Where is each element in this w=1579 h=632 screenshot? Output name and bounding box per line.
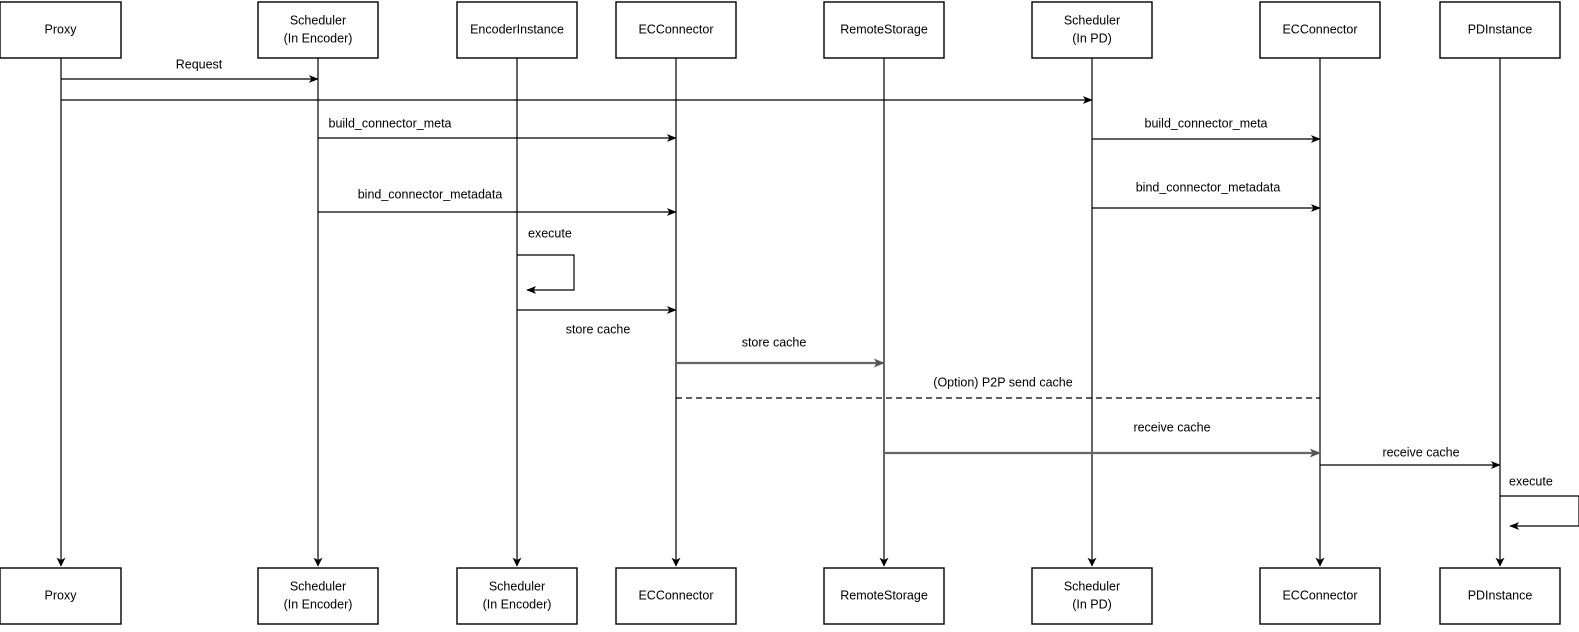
- participant-label-line1: Scheduler: [290, 579, 346, 593]
- participant-box-sched_enc-top[interactable]: Scheduler (In Encoder): [257, 1, 379, 59]
- message-m10[interactable]: receive cache: [884, 420, 1321, 458]
- self-call-s1[interactable]: execute: [517, 226, 575, 294]
- self-call-path: [1500, 495, 1579, 530]
- participant-label-line1: EncoderInstance: [470, 22, 564, 36]
- participant-box-rect: [1031, 1, 1153, 59]
- message-m1[interactable]: Request: [61, 57, 319, 83]
- participant-label-line1: RemoteStorage: [840, 22, 928, 36]
- participant-box-pd_inst-bottom[interactable]: PDInstance: [1439, 567, 1561, 625]
- participant-label-line1: Scheduler: [1064, 579, 1120, 593]
- participant-box-sched_pd-bottom[interactable]: Scheduler (In PD): [1031, 567, 1153, 625]
- message-label: bind_connector_metadata: [358, 187, 503, 201]
- participant-box-rect: [1439, 567, 1561, 625]
- participant-label-line1: PDInstance: [1468, 588, 1533, 602]
- participant-label-line1: ECConnector: [638, 22, 713, 36]
- participant-label-line2: (In Encoder): [284, 597, 353, 611]
- self-call-label: execute: [528, 226, 572, 240]
- lifelines-layer: [56, 58, 1505, 567]
- participant-box-rect: [1031, 567, 1153, 625]
- message-label: Request: [176, 57, 223, 71]
- participant-box-rect: [257, 567, 379, 625]
- participant-box-ec_conn_r-top[interactable]: ECConnector: [1259, 1, 1381, 59]
- message-m3[interactable]: build_connector_meta: [318, 116, 677, 142]
- self-call-label: execute: [1509, 474, 1553, 488]
- participant-label-line1: RemoteStorage: [840, 588, 928, 602]
- participant-box-ec_conn_l-bottom[interactable]: ECConnector: [615, 567, 737, 625]
- participant-label-line1: Scheduler: [290, 13, 346, 27]
- message-label: receive cache: [1133, 420, 1210, 434]
- participant-box-proxy-top[interactable]: Proxy: [0, 1, 122, 59]
- message-m5[interactable]: bind_connector_metadata: [318, 187, 677, 216]
- participant-label-line1: PDInstance: [1468, 22, 1533, 36]
- message-m6[interactable]: bind_connector_metadata: [1092, 180, 1321, 212]
- participant-label-line1: Proxy: [45, 22, 78, 36]
- self-call-path: [517, 254, 575, 294]
- message-label: (Option) P2P send cache: [933, 375, 1072, 389]
- message-label: store cache: [742, 335, 807, 349]
- message-m4[interactable]: build_connector_meta: [1092, 116, 1321, 143]
- participant-box-rect: [823, 1, 945, 59]
- participant-box-encoder_inst-top[interactable]: EncoderInstance: [456, 1, 578, 59]
- participant-box-rect: [1259, 567, 1381, 625]
- participant-box-sched_enc-bottom[interactable]: Scheduler (In Encoder): [257, 567, 379, 625]
- participant-label-line1: Proxy: [45, 588, 78, 602]
- participant-box-rect: [1259, 1, 1381, 59]
- participant-box-remote_store-bottom[interactable]: RemoteStorage: [823, 567, 945, 625]
- message-m9[interactable]: (Option) P2P send cache: [676, 375, 1320, 399]
- participant-box-rect: [823, 567, 945, 625]
- participant-box-ec_conn_r-bottom[interactable]: ECConnector: [1259, 567, 1381, 625]
- participant-box-rect: [456, 1, 578, 59]
- participant-box-rect: [1439, 1, 1561, 59]
- participant-box-pd_inst-top[interactable]: PDInstance: [1439, 1, 1561, 59]
- message-m7[interactable]: store cache: [517, 306, 677, 336]
- participant-box-rect: [615, 567, 737, 625]
- participant-label-line1: ECConnector: [638, 588, 713, 602]
- participant-label-line1: Scheduler: [489, 579, 545, 593]
- participant-box-rect: [0, 1, 122, 59]
- participant-box-rect: [615, 1, 737, 59]
- participant-box-rect: [257, 1, 379, 59]
- participant-box-encoder_inst-bottom[interactable]: Scheduler (In Encoder): [456, 567, 578, 625]
- participant-box-sched_pd-top[interactable]: Scheduler (In PD): [1031, 1, 1153, 59]
- message-m8[interactable]: store cache: [676, 335, 885, 368]
- participant-label-line2: (In Encoder): [284, 31, 353, 45]
- self-calls-layer: execute execute: [517, 226, 1579, 530]
- participant-box-rect: [456, 567, 578, 625]
- participant-label-line1: ECConnector: [1282, 588, 1357, 602]
- participant-label-line2: (In PD): [1072, 31, 1112, 45]
- participant-box-remote_store-top[interactable]: RemoteStorage: [823, 1, 945, 59]
- participant-box-ec_conn_l-top[interactable]: ECConnector: [615, 1, 737, 59]
- message-label: build_connector_meta: [329, 116, 452, 130]
- participant-label-line2: (In Encoder): [483, 597, 552, 611]
- participant-boxes-bottom: Proxy Scheduler (In Encoder) Scheduler (In E…: [0, 567, 1561, 625]
- participant-box-proxy-bottom[interactable]: Proxy: [0, 567, 122, 625]
- message-label: bind_connector_metadata: [1136, 180, 1281, 194]
- participant-label-line1: ECConnector: [1282, 22, 1357, 36]
- participant-label-line2: (In PD): [1072, 597, 1112, 611]
- messages-layer: Request build_connector_meta build_connect…: [61, 57, 1501, 469]
- message-label: receive cache: [1382, 445, 1459, 459]
- message-label: build_connector_meta: [1145, 116, 1268, 130]
- message-label: store cache: [566, 322, 631, 336]
- participant-box-rect: [0, 567, 122, 625]
- message-m11[interactable]: receive cache: [1320, 445, 1501, 469]
- self-call-s2[interactable]: execute: [1500, 474, 1579, 530]
- participant-label-line1: Scheduler: [1064, 13, 1120, 27]
- participant-boxes-top: Proxy Scheduler (In Encoder) EncoderInstanc…: [0, 1, 1561, 59]
